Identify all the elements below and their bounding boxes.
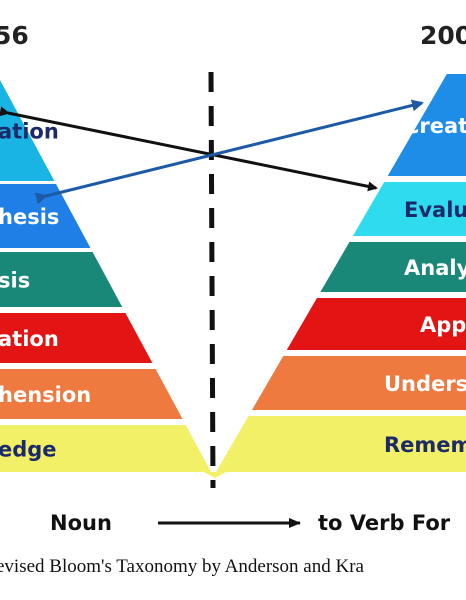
left-level-band [0,425,212,472]
left-year-header: 56 [0,21,29,50]
left-level-label: edge [0,438,57,462]
center-dashed-divider [208,71,216,489]
right-level-label: Evalu [404,198,466,222]
right-level-label: Unders [384,372,466,396]
right-level-label: Creat [404,114,466,138]
right-level-band [251,356,466,410]
arrow-synthesis-to-create [34,99,424,205]
right-level-label: Analy [404,256,466,280]
left-level-label: sis [0,269,30,293]
verb-form-label: to Verb For [318,511,451,535]
left-level-band [0,184,91,248]
left-level-label: ation [0,327,59,351]
left-level-band [0,369,183,419]
figure-caption: evised Bloom's Taxonomy by Anderson and … [0,554,466,586]
right-level-band [216,416,466,472]
left-level-label: hesis [0,205,59,229]
right-level-label: Remem [384,433,466,457]
left-pyramid: ation hesis sis ation hension edge [0,80,226,478]
center-tip [204,472,226,478]
arrow-evaluation-to-evaluate [0,106,378,192]
right-pyramid: CreatEvaluAnalyApplUndersRemem [216,74,466,472]
right-level-band [286,298,466,350]
right-level-band [320,242,466,292]
left-level-band [0,252,123,307]
left-level-label: hension [0,383,91,407]
left-level-label: ation [0,120,59,144]
caption-text: evised Bloom's Taxonomy by Anderson and … [0,556,364,577]
noun-label: Noun [50,511,112,535]
right-year-header: 200 [420,21,466,50]
right-level-label: Appl [420,313,466,337]
left-level-band [0,313,153,363]
